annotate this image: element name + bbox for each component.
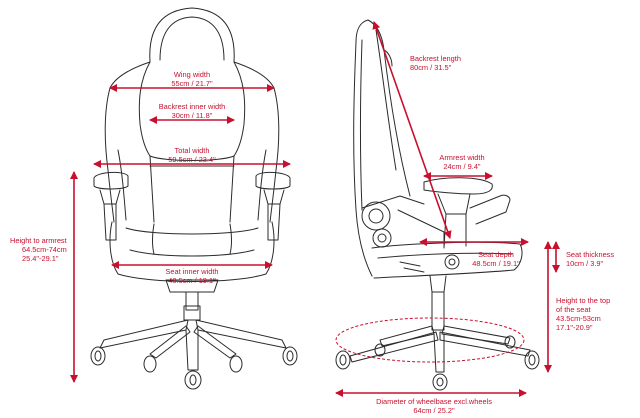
- backrest-length-label: Backrest length 80cm / 31.5": [410, 54, 461, 72]
- height-to-seat-value-in: 17.1"-20.9": [556, 323, 593, 332]
- armrest-width-value: 24cm / 9.4": [443, 162, 481, 171]
- seat-depth-label: Seat depth 48.5cm / 19.1": [472, 250, 519, 268]
- height-to-seat-title-line1: Height to the top: [556, 296, 611, 305]
- total-width-label: Total width 59.5cm / 23.4": [168, 146, 215, 164]
- height-to-seat-label: Height to the top of the seat 43.5cm-53c…: [556, 296, 610, 332]
- backrest-length-value: 80cm / 31.5": [410, 63, 452, 72]
- height-to-seat-title-line2: of the seat: [556, 305, 591, 314]
- wing-width-label: Wing width 55cm / 21.7": [171, 70, 212, 88]
- seat-thickness-value: 10cm / 3.9": [566, 259, 604, 268]
- seat-depth-value: 48.5cm / 19.1": [472, 259, 520, 268]
- wheelbase-diameter-value: 64cm / 25.2": [413, 406, 455, 415]
- seat-inner-width-label: Seat inner width 48.5cm / 19.1": [166, 267, 219, 285]
- wheelbase-diameter-title: Diameter of wheelbase excl.wheels: [376, 397, 492, 406]
- wing-width-title: Wing width: [173, 70, 211, 79]
- backrest-length-title: Backrest length: [410, 54, 461, 63]
- backrest-inner-width-label: Backrest inner width 30cm / 11.8": [159, 102, 226, 120]
- seat-thickness-label: Seat thickness 10cm / 3.9": [566, 250, 614, 268]
- total-width-title: Total width: [174, 146, 210, 155]
- wheelbase-ellipse: [335, 317, 525, 363]
- height-to-seat-value-cm: 43.5cm-53cm: [556, 314, 601, 323]
- front-chair-drawing: [90, 7, 298, 390]
- wheelbase-diameter-label: Diameter of wheelbase excl.wheels 64cm /…: [376, 397, 492, 415]
- total-width-value: 59.5cm / 23.4": [168, 155, 216, 164]
- height-to-armrest-value-cm: 64.5cm-74cm: [22, 245, 67, 254]
- backrest-inner-width-value: 30cm / 11.8": [171, 111, 213, 120]
- seat-inner-width-value: 48.5cm / 19.1": [168, 276, 216, 285]
- backrest-inner-width-title: Backrest inner width: [158, 102, 226, 111]
- seat-thickness-title: Seat thickness: [566, 250, 615, 259]
- side-chair-drawing: [335, 19, 540, 391]
- wing-width-value: 55cm / 21.7": [171, 79, 213, 88]
- seat-inner-width-title: Seat inner width: [165, 267, 219, 276]
- backrest-length-line: [372, 21, 452, 239]
- height-to-armrest-label: Height to armrest 64.5cm-74cm 25.4"-29.1…: [10, 236, 67, 263]
- dimension-lines: [70, 21, 560, 397]
- height-to-armrest-value-in: 25.4"-29.1": [22, 254, 59, 263]
- armrest-width-label: Armrest width 24cm / 9.4": [439, 153, 484, 171]
- seat-depth-title: Seat depth: [478, 250, 514, 259]
- height-to-armrest-title: Height to armrest: [10, 236, 67, 245]
- armrest-width-title: Armrest width: [439, 153, 485, 162]
